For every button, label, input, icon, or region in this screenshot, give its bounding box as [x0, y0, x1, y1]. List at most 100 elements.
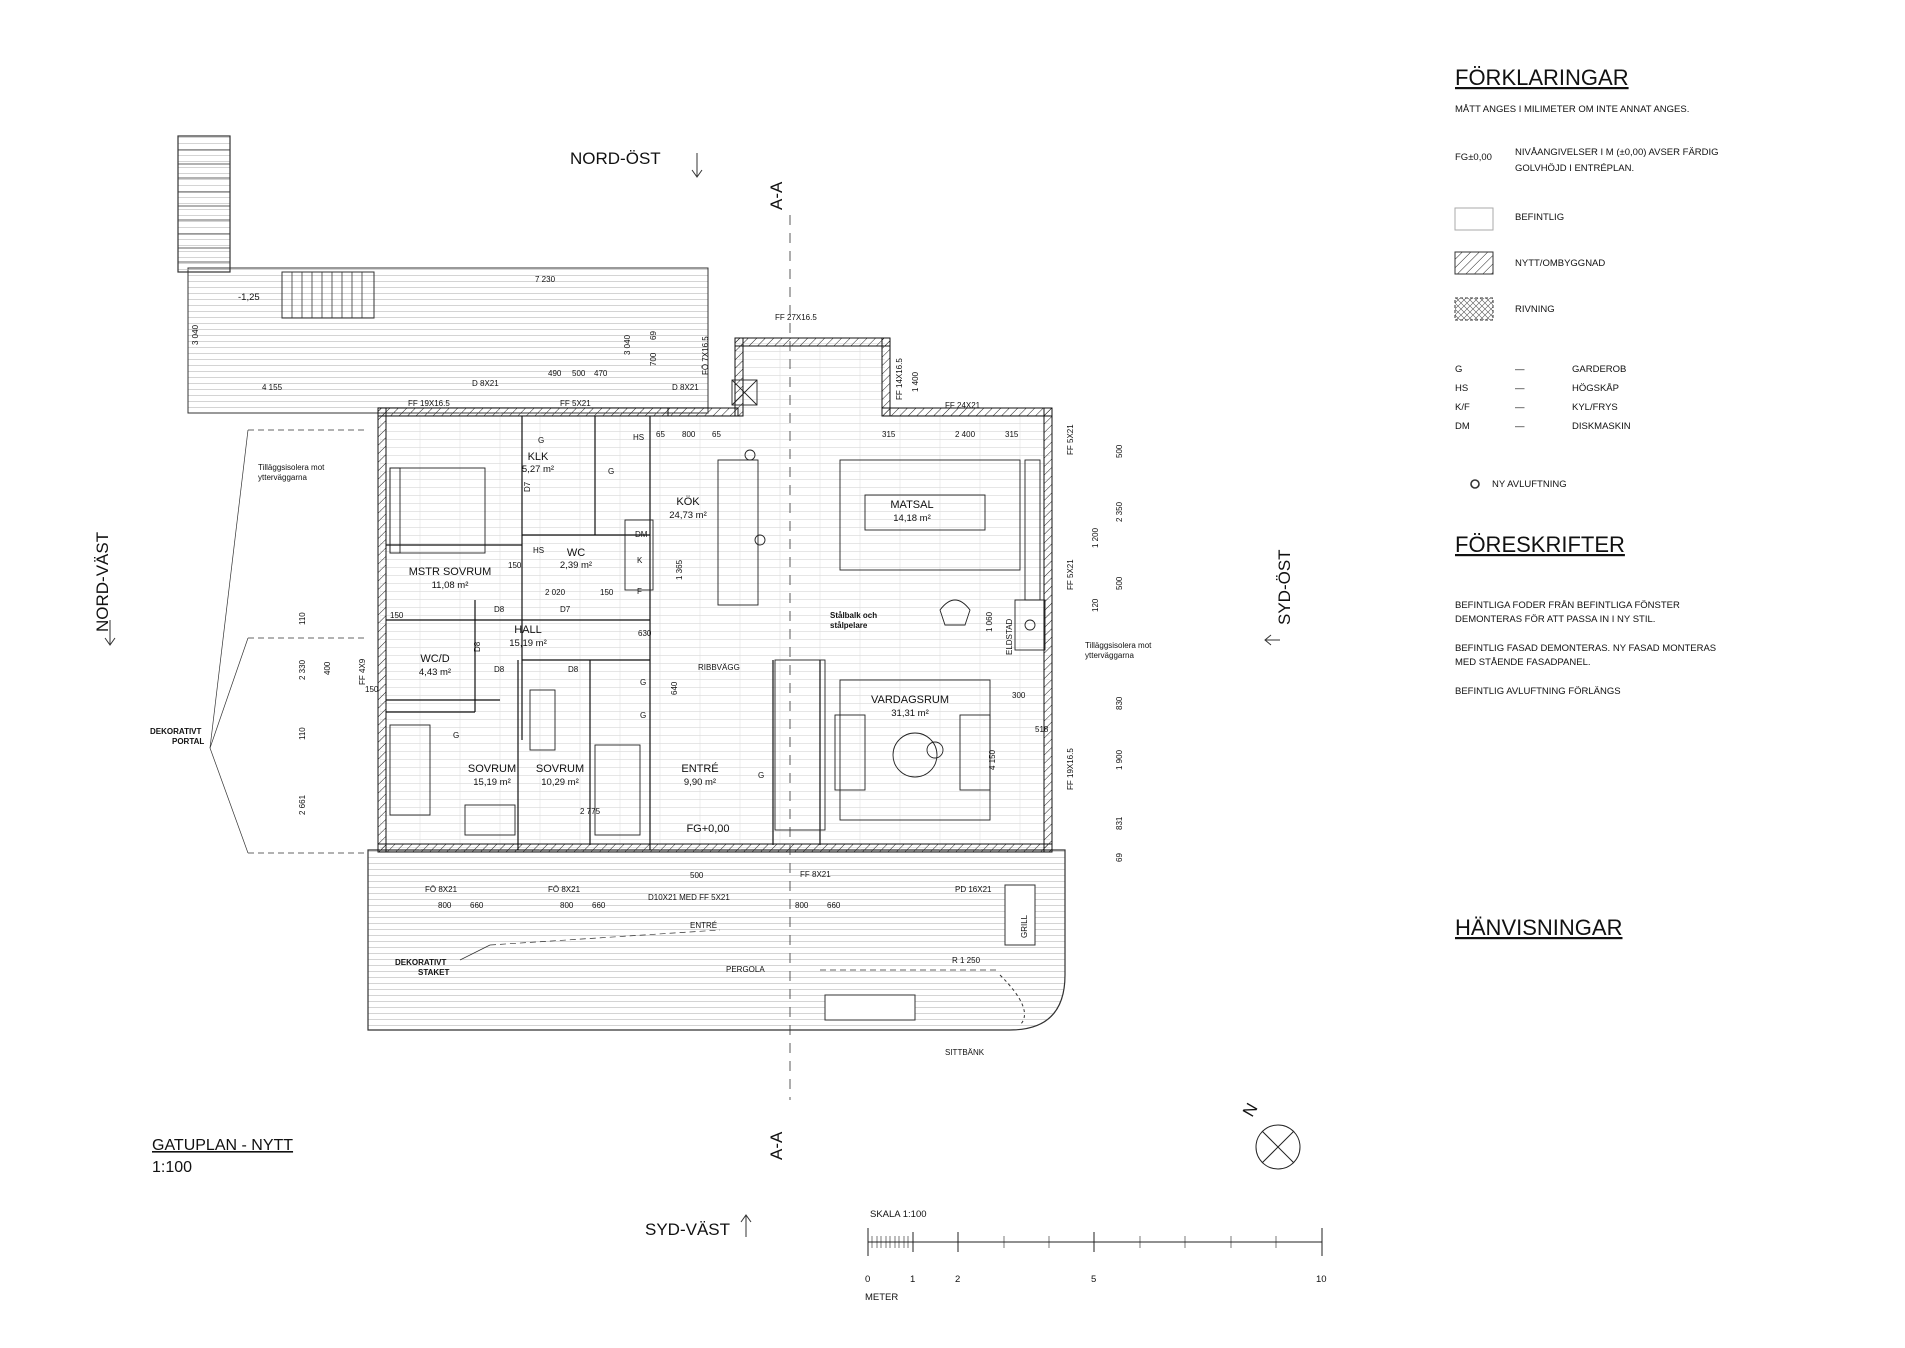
opening-labels: FF 27X16.5 FF 19X16.5 FF 5X21 D 8X21 D 8… — [150, 292, 1152, 1057]
portal-lines — [209, 429, 365, 854]
scale-bar-title: SKALA 1:100 — [870, 1209, 927, 1220]
svg-text:FF 5X21: FF 5X21 — [560, 399, 591, 408]
svg-text:2 330: 2 330 — [298, 659, 307, 680]
svg-text:4 155: 4 155 — [262, 383, 283, 392]
svg-text:D8: D8 — [473, 641, 482, 652]
svg-text:65: 65 — [712, 430, 721, 439]
svg-text:SITTBÄNK: SITTBÄNK — [945, 1048, 985, 1057]
svg-text:2 020: 2 020 — [545, 588, 566, 597]
svg-text:831: 831 — [1115, 816, 1124, 830]
svg-text:D 8X21: D 8X21 — [672, 383, 699, 392]
legend-vent-label: NY AVLUFTNING — [1492, 479, 1567, 490]
svg-text:3 040: 3 040 — [623, 334, 632, 355]
direction-nw: NORD-VÄST — [93, 532, 112, 632]
svg-text:HS: HS — [1455, 383, 1468, 394]
svg-text:1 365: 1 365 — [675, 559, 684, 580]
svg-text:470: 470 — [594, 369, 608, 378]
svg-text:ytterväggarna: ytterväggarna — [258, 473, 307, 482]
svg-text:630: 630 — [638, 629, 652, 638]
svg-text:WC/D: WC/D — [420, 653, 449, 665]
house-floor — [380, 340, 1050, 850]
svg-text:D8: D8 — [494, 665, 505, 674]
svg-text:FÖ 7X16.5: FÖ 7X16.5 — [701, 336, 710, 375]
svg-text:G: G — [538, 436, 544, 445]
svg-text:KÖK: KÖK — [676, 496, 700, 508]
legend-fg-text-2: GOLVHÖJD I ENTRÉPLAN. — [1515, 163, 1634, 174]
svg-text:FF 5X21: FF 5X21 — [1066, 424, 1075, 455]
svg-text:SOVRUM: SOVRUM — [536, 763, 584, 775]
svg-text:WC: WC — [567, 547, 585, 559]
svg-text:K/F: K/F — [1455, 402, 1470, 413]
regulations-p1a: BEFINTLIGA FODER FRÅN BEFINTLIGA FÖNSTER — [1455, 600, 1680, 611]
svg-text:MATSAL: MATSAL — [890, 499, 933, 511]
svg-text:HS: HS — [533, 546, 544, 555]
svg-text:660: 660 — [592, 901, 606, 910]
svg-text:69: 69 — [649, 331, 658, 340]
svg-text:STAKET: STAKET — [418, 968, 450, 977]
svg-text:FÖ 8X21: FÖ 8X21 — [548, 885, 581, 894]
svg-text:G: G — [453, 731, 459, 740]
direction-sw: SYD-VÄST — [645, 1220, 730, 1239]
svg-text:800: 800 — [682, 430, 696, 439]
svg-text:2 775: 2 775 — [580, 807, 601, 816]
svg-text:R 1 250: R 1 250 — [952, 956, 981, 965]
svg-text:KLK: KLK — [528, 451, 549, 463]
svg-text:—: — — [1515, 402, 1525, 413]
svg-text:4 150: 4 150 — [988, 749, 997, 770]
svg-text:ENTRÉ: ENTRÉ — [690, 921, 717, 930]
svg-text:15,19 m²: 15,19 m² — [509, 638, 547, 649]
svg-text:24,73 m²: 24,73 m² — [669, 510, 707, 521]
svg-text:2 400: 2 400 — [955, 430, 976, 439]
svg-text:FF 8X21: FF 8X21 — [800, 870, 831, 879]
references-title: HÄNVISNINGAR — [1455, 915, 1622, 940]
svg-text:D7: D7 — [523, 481, 532, 492]
svg-text:PORTAL: PORTAL — [172, 737, 204, 746]
svg-text:DISKMASKIN: DISKMASKIN — [1572, 421, 1631, 432]
svg-text:G: G — [640, 711, 646, 720]
svg-text:D10X21 MED FF 5X21: D10X21 MED FF 5X21 — [648, 893, 730, 902]
svg-text:DEKORATIVT: DEKORATIVT — [150, 727, 202, 736]
svg-text:G: G — [608, 467, 614, 476]
svg-text:FF 5X21: FF 5X21 — [1066, 559, 1075, 590]
svg-text:11,08 m²: 11,08 m² — [432, 580, 469, 591]
plan-scale: 1:100 — [152, 1159, 192, 1176]
svg-text:KYL/FRYS: KYL/FRYS — [1572, 402, 1618, 413]
direction-ne: NORD-ÖST — [570, 149, 661, 168]
legend-vent-symbol — [1470, 479, 1480, 489]
svg-text:150: 150 — [390, 611, 404, 620]
svg-text:1 900: 1 900 — [1115, 749, 1124, 770]
legend-new-label: NYTT/OMBYGGNAD — [1515, 258, 1605, 269]
svg-text:31,31 m²: 31,31 m² — [891, 708, 929, 719]
svg-text:HALL: HALL — [514, 624, 542, 636]
svg-text:FF 27X16.5: FF 27X16.5 — [775, 313, 817, 322]
regulations-title: FÖRESKRIFTER — [1455, 532, 1625, 557]
lower-terrace — [367, 849, 1066, 1031]
svg-text:HÖGSKÅP: HÖGSKÅP — [1572, 383, 1619, 394]
svg-text:500: 500 — [1115, 576, 1124, 590]
svg-text:10,29 m²: 10,29 m² — [541, 777, 579, 788]
legend-title: FÖRKLARINGAR — [1455, 65, 1629, 90]
svg-text:315: 315 — [882, 430, 896, 439]
legend-abbreviations: G — GARDEROB HS — HÖGSKÅP K/F — KYL/FRYS… — [1455, 364, 1631, 432]
svg-text:G: G — [640, 678, 646, 687]
svg-text:150: 150 — [508, 561, 522, 570]
svg-text:700: 700 — [649, 352, 658, 366]
svg-text:660: 660 — [470, 901, 484, 910]
room-labels: KLK 5,27 m² KÖK 24,73 m² MATSAL 14,18 m²… — [409, 451, 949, 835]
svg-text:400: 400 — [323, 661, 332, 675]
legend-fg-code: FG±0,00 — [1455, 152, 1492, 163]
svg-text:518: 518 — [1035, 725, 1049, 734]
legend-existing-label: BEFINTLIG — [1515, 212, 1564, 223]
regulations-p3: BEFINTLIG AVLUFTNING FÖRLÄNGS — [1455, 686, 1621, 697]
svg-text:FG+0,00: FG+0,00 — [686, 823, 729, 835]
svg-text:660: 660 — [827, 901, 841, 910]
svg-text:K: K — [637, 556, 643, 565]
svg-text:7 230: 7 230 — [535, 275, 556, 284]
plan-title: GATUPLAN - NYTT — [152, 1137, 293, 1154]
scale-tick-5: 5 — [1091, 1274, 1096, 1285]
svg-text:5,27 m²: 5,27 m² — [522, 464, 554, 475]
legend-swatches — [1454, 207, 1494, 489]
furniture — [389, 379, 1046, 836]
svg-text:GRILL: GRILL — [1020, 914, 1029, 938]
svg-text:1 200: 1 200 — [1091, 527, 1100, 548]
